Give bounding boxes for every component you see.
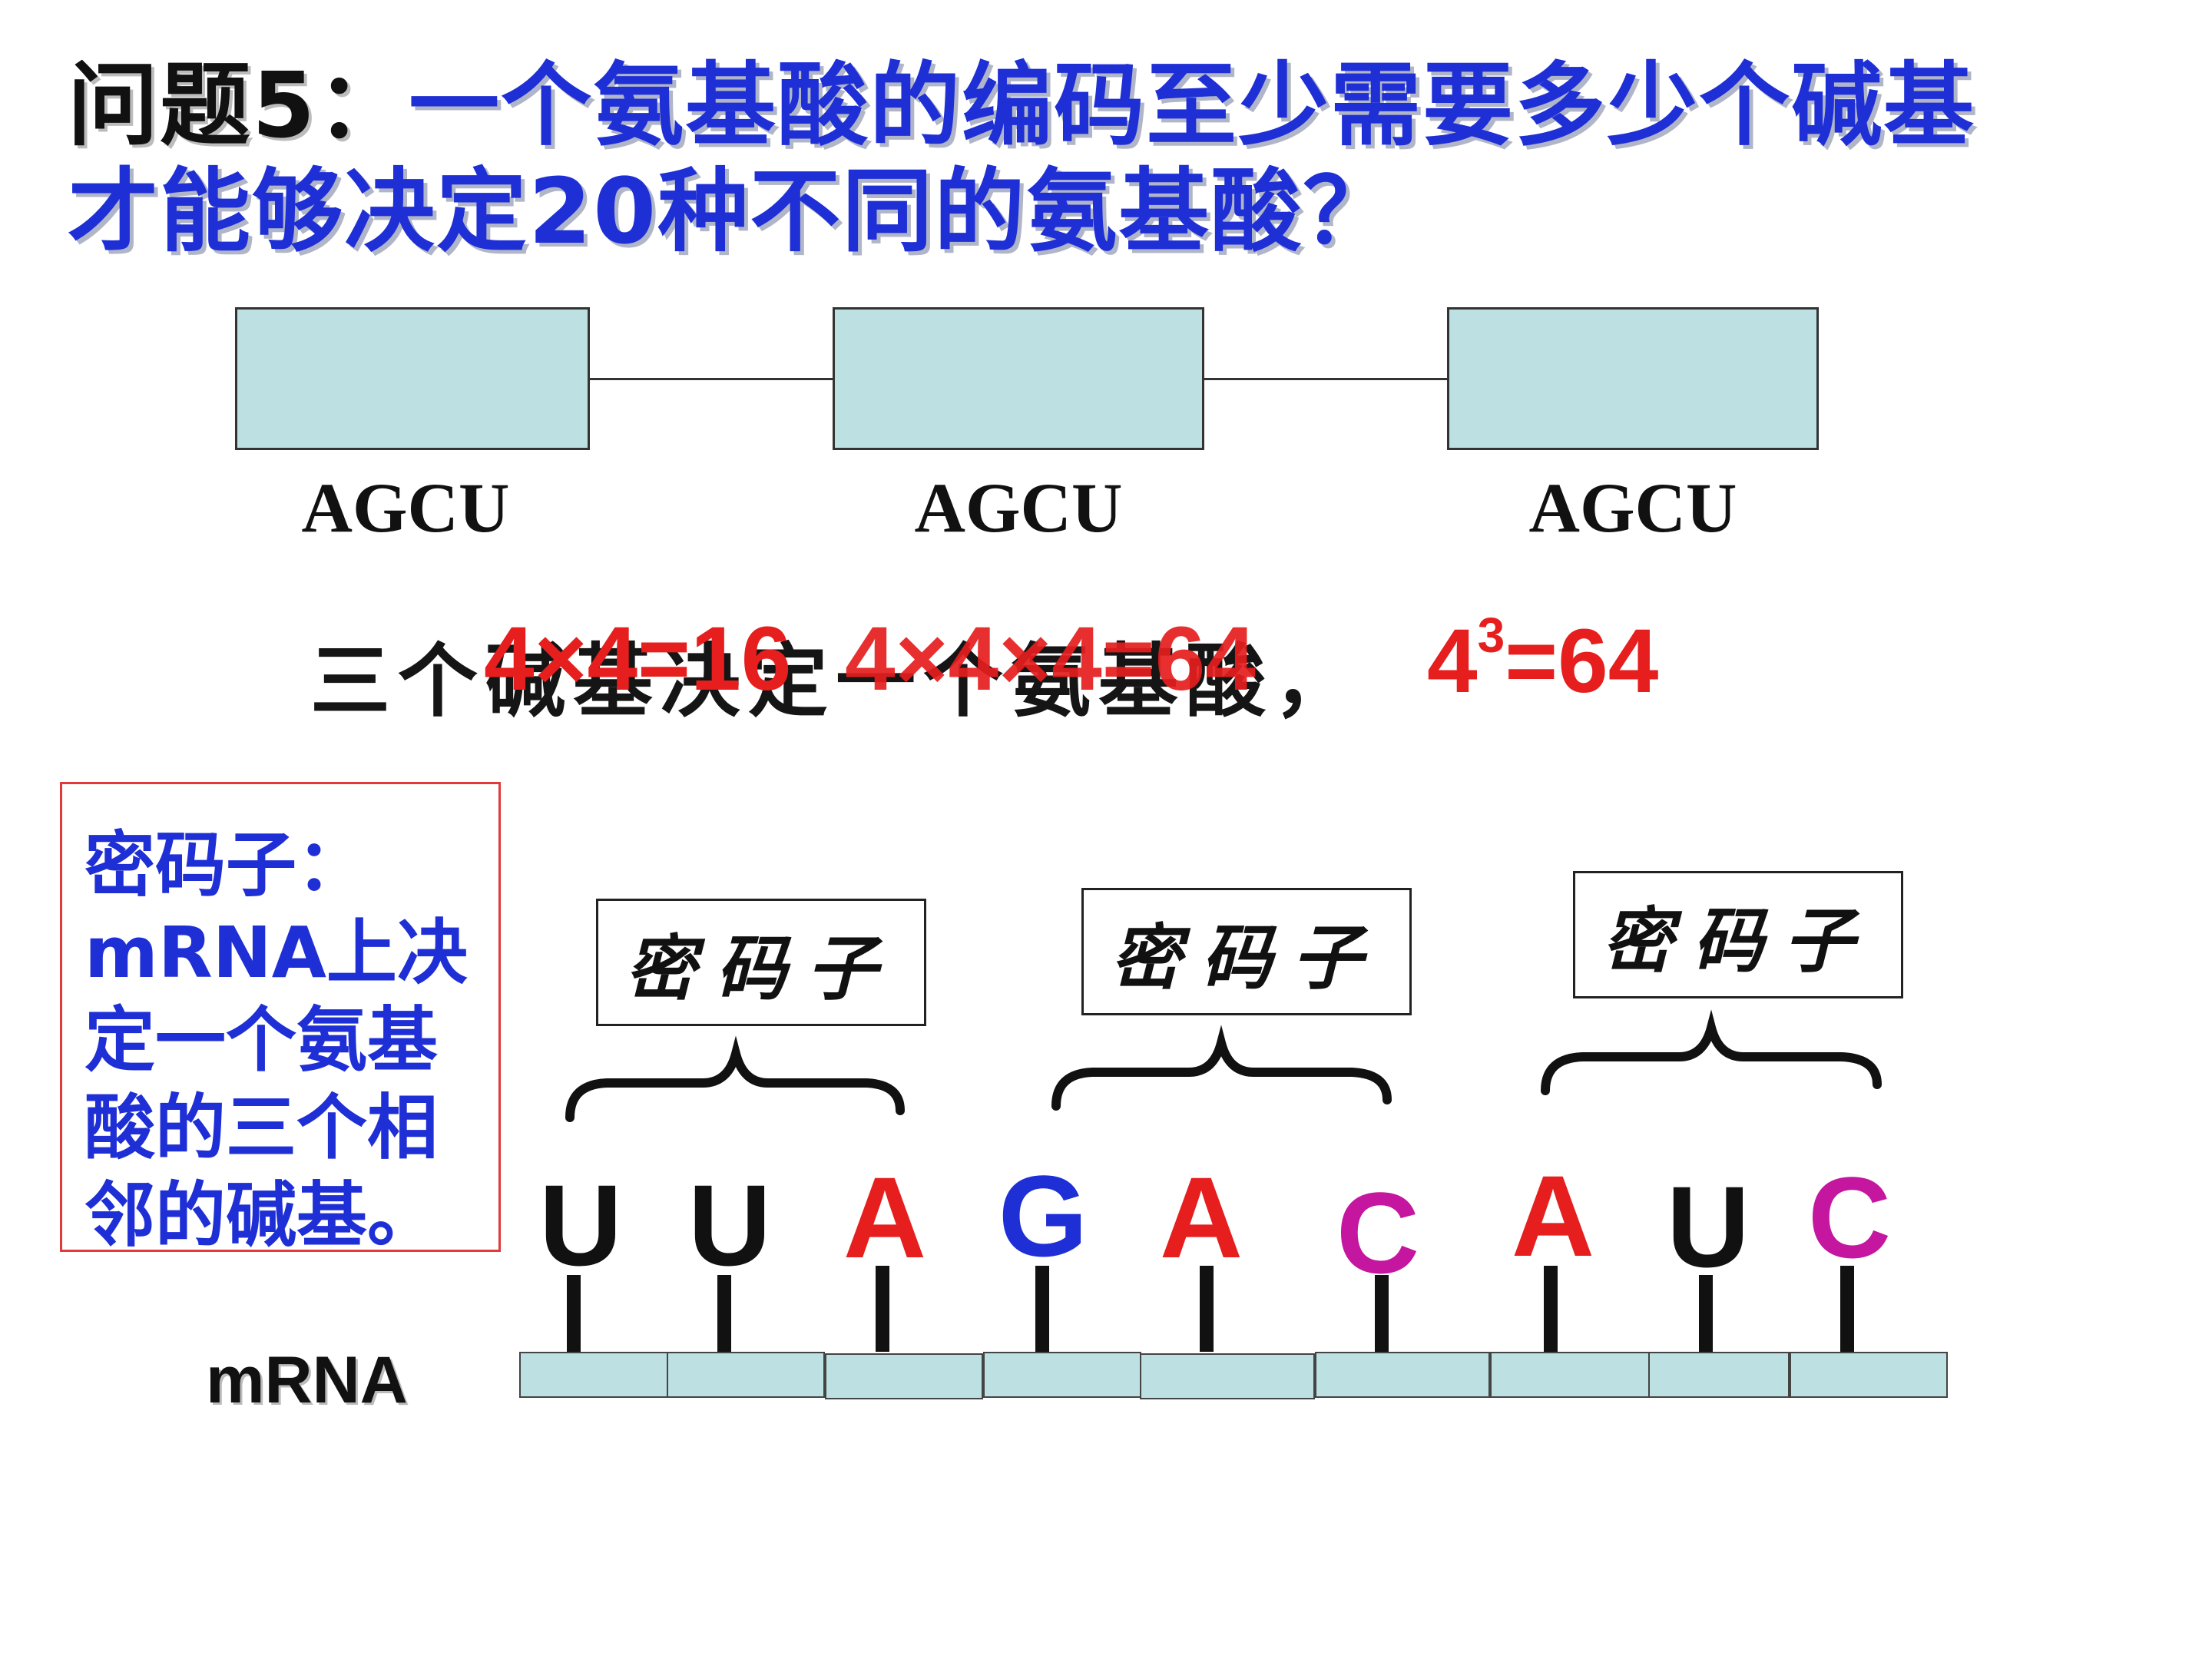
base-7: A — [1511, 1151, 1595, 1280]
base-5: A — [1159, 1153, 1243, 1282]
mrna-segment-3 — [825, 1353, 983, 1399]
question-line-1: 一个氨基酸的编码至少需要多少个碱基 — [409, 52, 1976, 158]
base-stem-4 — [1035, 1266, 1049, 1352]
formula-result: 43=64 — [1427, 607, 1658, 714]
agcu-label-1: AGCU — [301, 469, 510, 547]
base-stem-1 — [567, 1275, 581, 1352]
mrna-segment-7 — [1490, 1352, 1650, 1398]
codon-label-2: 密码子 — [1110, 916, 1382, 999]
mrna-segment-1 — [519, 1352, 668, 1398]
base-slot-box-2 — [833, 307, 1204, 450]
three-bases-statement: 三个碱基决定一个氨基酸， — [310, 634, 1362, 728]
question-prefix: 问题5： — [68, 52, 409, 158]
mrna-label: mRNA — [206, 1343, 408, 1417]
mrna-segment-4 — [983, 1352, 1141, 1398]
base-9: C — [1807, 1153, 1892, 1282]
base-8: U — [1666, 1162, 1750, 1291]
base-4: G — [998, 1151, 1088, 1280]
question-line-2: 才能够决定20种不同的氨基酸？ — [68, 158, 1396, 264]
base-stem-5 — [1200, 1266, 1214, 1352]
formula-result-rest: =64 — [1505, 611, 1659, 712]
codon-brace-1 — [565, 1035, 905, 1122]
base-slot-box-1 — [235, 307, 590, 450]
base-stem-8 — [1699, 1275, 1713, 1352]
connector-line-1 — [590, 378, 833, 380]
definition-line-3: 定一个氨基 — [84, 999, 439, 1081]
formula-result-exponent: 3 — [1477, 608, 1505, 663]
base-stem-6 — [1375, 1275, 1389, 1352]
codon-label-box-2: 密码子 — [1081, 888, 1412, 1015]
definition-line-2: mRNA上决 — [84, 912, 468, 994]
mrna-segment-9 — [1790, 1352, 1948, 1398]
codon-label-3: 密码子 — [1601, 899, 1874, 982]
definition-line-5: 邻的碱基。 — [84, 1174, 439, 1257]
base-6: C — [1336, 1168, 1420, 1297]
base-stem-9 — [1840, 1266, 1854, 1352]
codon-brace-3 — [1541, 1009, 1882, 1095]
definition-line-4: 酸的三个相 — [84, 1087, 439, 1169]
codon-label-box-1: 密码子 — [596, 899, 926, 1026]
base-1: U — [538, 1161, 623, 1290]
base-slot-box-3 — [1447, 307, 1819, 450]
base-3: A — [843, 1153, 927, 1282]
mrna-segment-2 — [667, 1352, 825, 1398]
mrna-segment-8 — [1648, 1352, 1790, 1398]
base-stem-3 — [876, 1266, 889, 1352]
base-stem-2 — [717, 1275, 731, 1352]
agcu-label-2: AGCU — [914, 469, 1123, 547]
question-title: 问题5：一个氨基酸的编码至少需要多少个碱基 才能够决定20种不同的氨基酸？ — [68, 52, 2141, 264]
mrna-segment-6 — [1315, 1352, 1490, 1398]
agcu-label-3: AGCU — [1528, 469, 1737, 547]
mrna-segment-5 — [1140, 1353, 1315, 1399]
base-2: U — [687, 1161, 772, 1290]
definition-line-1: 密码子： — [84, 824, 368, 906]
codon-label-box-3: 密码子 — [1573, 871, 1903, 998]
codon-label-1: 密码子 — [624, 926, 897, 1010]
base-stem-7 — [1544, 1266, 1558, 1352]
formula-result-base: 4 — [1427, 611, 1478, 712]
formula-overlay-1: 4×4=16 — [484, 608, 792, 710]
codon-brace-2 — [1051, 1025, 1392, 1111]
formula-overlay-2: 4×4×4=64 — [845, 608, 1256, 710]
connector-line-2 — [1204, 378, 1447, 380]
definition-box — [60, 782, 501, 1252]
